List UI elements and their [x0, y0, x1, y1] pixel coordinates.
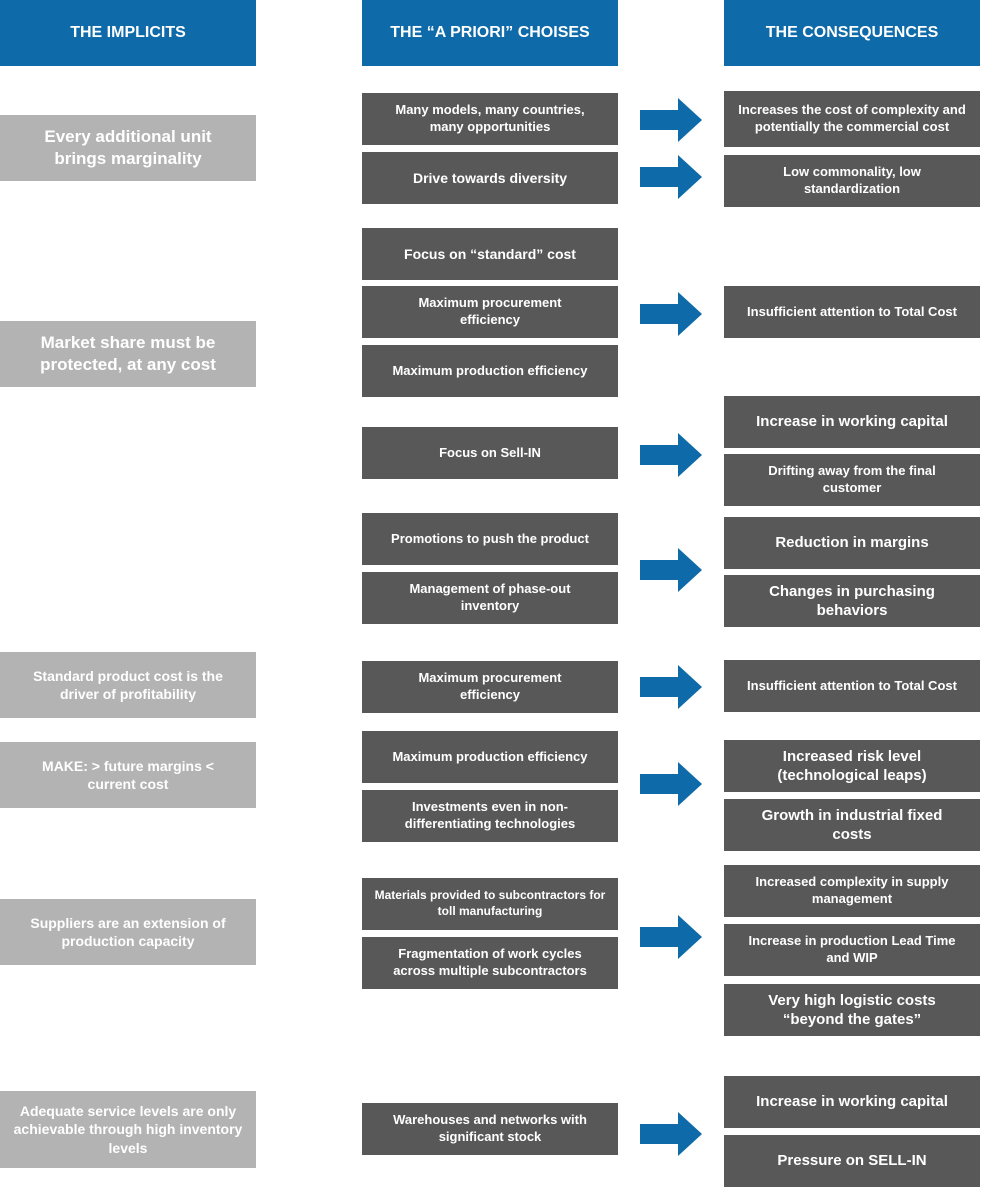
choice-box: Maximum production efficiency	[362, 731, 618, 783]
header-consequences: THE CONSEQUENCES	[724, 0, 980, 66]
right-arrow-icon	[640, 665, 702, 709]
choice-box: Focus on Sell-IN	[362, 427, 618, 479]
implicit-box: Standard product cost is the driver of p…	[0, 652, 256, 718]
choice-box: Warehouses and networks with significant…	[362, 1103, 618, 1155]
consequence-box: Insufficient attention to Total Cost	[724, 286, 980, 338]
consequence-box: Changes in purchasing behaviors	[724, 575, 980, 627]
right-arrow-icon	[640, 1112, 702, 1156]
choice-box: Maximum procurement efficiency	[362, 661, 618, 713]
header-implicits: THE IMPLICITS	[0, 0, 256, 66]
consequence-box: Low commonality, low standardization	[724, 155, 980, 207]
right-arrow-icon	[640, 762, 702, 806]
implicit-box: Suppliers are an extension of production…	[0, 899, 256, 965]
right-arrow-icon	[640, 548, 702, 592]
choice-box: Investments even in non-differentiating …	[362, 790, 618, 842]
consequence-box: Increased risk level (technological leap…	[724, 740, 980, 792]
consequence-box: Growth in industrial fixed costs	[724, 799, 980, 851]
choice-box: Promotions to push the product	[362, 513, 618, 565]
right-arrow-icon	[640, 292, 702, 336]
consequence-box: Increases the cost of complexity and pot…	[724, 91, 980, 147]
choice-box: Maximum procurement efficiency	[362, 286, 618, 338]
right-arrow-icon	[640, 915, 702, 959]
implicit-box: MAKE: > future margins < current cost	[0, 742, 256, 808]
header-choices: THE “A PRIORI” CHOISES	[362, 0, 618, 66]
choice-box: Fragmentation of work cycles across mult…	[362, 937, 618, 989]
consequence-box: Pressure on SELL-IN	[724, 1135, 980, 1187]
consequence-box: Insufficient attention to Total Cost	[724, 660, 980, 712]
implicit-box: Every additional unit brings marginality	[0, 115, 256, 181]
consequence-box: Very high logistic costs “beyond the gat…	[724, 984, 980, 1036]
choice-box: Management of phase-out inventory	[362, 572, 618, 624]
implicit-box: Market share must be protected, at any c…	[0, 321, 256, 387]
consequence-box: Increase in working capital	[724, 396, 980, 448]
right-arrow-icon	[640, 155, 702, 199]
choice-box: Focus on “standard” cost	[362, 228, 618, 280]
consequence-box: Increase in working capital	[724, 1076, 980, 1128]
consequence-box: Drifting away from the final customer	[724, 454, 980, 506]
consequence-box: Reduction in margins	[724, 517, 980, 569]
implicit-box: Adequate service levels are only achieva…	[0, 1091, 256, 1168]
right-arrow-icon	[640, 98, 702, 142]
choice-box: Many models, many countries, many opport…	[362, 93, 618, 145]
consequence-box: Increased complexity in supply managemen…	[724, 865, 980, 917]
right-arrow-icon	[640, 433, 702, 477]
choice-box: Materials provided to subcontractors for…	[362, 878, 618, 930]
consequence-box: Increase in production Lead Time and WIP	[724, 924, 980, 976]
choice-box: Maximum production efficiency	[362, 345, 618, 397]
choice-box: Drive towards diversity	[362, 152, 618, 204]
